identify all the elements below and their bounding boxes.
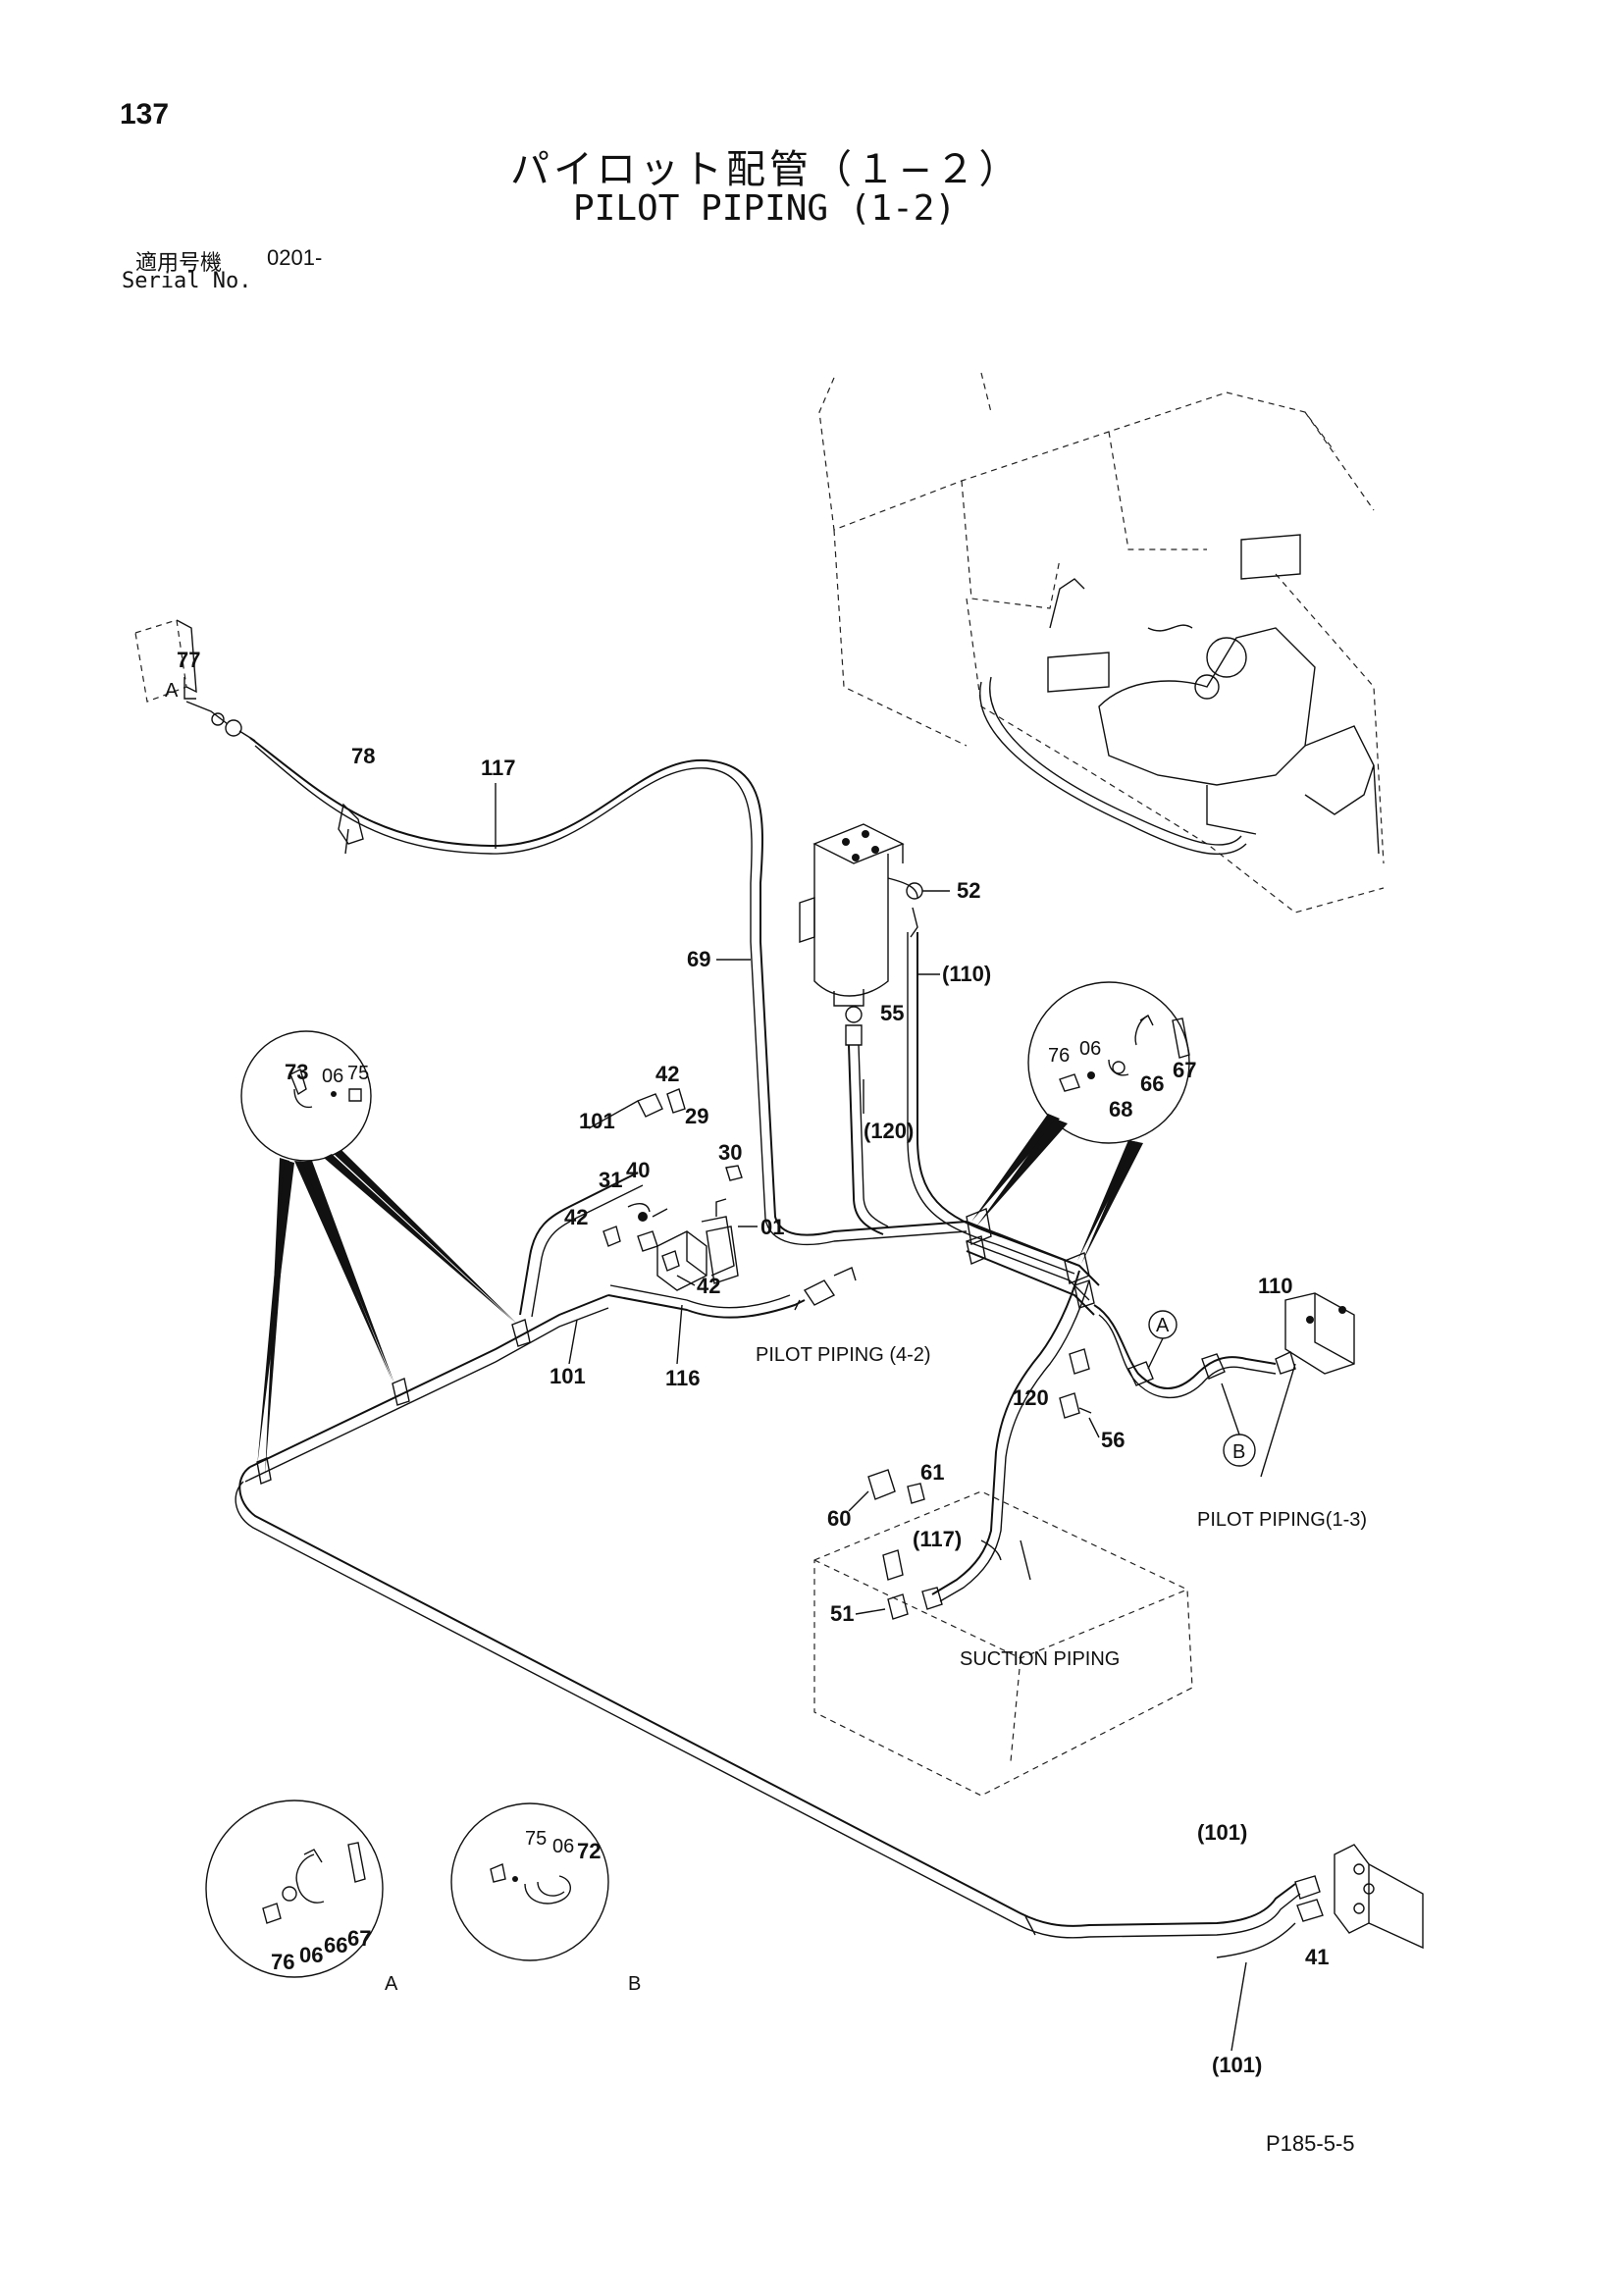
reference-pilot-piping-4-2: PILOT PIPING (4-2) [756, 1344, 931, 1366]
fitting-120-56 [1059, 1348, 1092, 1419]
label-77: 77 [177, 648, 200, 672]
label-67-right: 67 [1173, 1058, 1196, 1082]
page-title-japanese: パイロット配管（１−２） [510, 147, 1022, 192]
detail-a-circle [205, 1800, 384, 1978]
label-61: 61 [920, 1460, 944, 1485]
label-06-left: 06 [322, 1066, 343, 1087]
label-a-top: A [165, 680, 179, 702]
label-66-detail-a: 66 [324, 1933, 347, 1957]
label-01: 01 [760, 1215, 784, 1239]
label-69: 69 [687, 947, 710, 971]
label-75-detail-b: 75 [525, 1828, 547, 1850]
bracket-110-right [1275, 1292, 1355, 1375]
label-51: 51 [830, 1601, 854, 1626]
label-117-parens: (117) [913, 1527, 962, 1551]
label-detail-a: A [385, 1973, 398, 1995]
pipe-116 [607, 1294, 806, 1319]
detail-b-circle [450, 1802, 609, 1961]
label-56: 56 [1101, 1428, 1125, 1452]
label-73: 73 [285, 1060, 308, 1084]
pipe-117-inner [254, 745, 753, 942]
fitting-51 [882, 1549, 943, 1620]
detail-circle-clamp-right [1027, 981, 1190, 1144]
serial-label-english: Serial No. [122, 269, 252, 293]
bottom-right-bracket [1294, 1844, 1424, 1950]
fitting-60-61 [848, 1469, 925, 1512]
fitting-to-pilot-4-2 [794, 1267, 857, 1311]
label-30: 30 [718, 1140, 742, 1165]
label-06-detail-b: 06 [552, 1836, 574, 1857]
label-41: 41 [1305, 1945, 1329, 1969]
label-06-right: 06 [1079, 1038, 1101, 1060]
label-76-detail-a: 76 [271, 1950, 294, 1974]
label-66-right: 66 [1140, 1071, 1164, 1096]
hydraulic-tank-outline [813, 1490, 1193, 1797]
pilot-filter [799, 823, 923, 1007]
label-60: 60 [827, 1506, 851, 1531]
label-75-left: 75 [347, 1063, 369, 1084]
pipe-101-main [759, 941, 968, 1236]
serial-number-value: 0201- [267, 245, 323, 270]
detail-circle-clamp-left [240, 1030, 372, 1162]
label-42-mid: 42 [564, 1205, 588, 1229]
label-55: 55 [880, 1001, 904, 1025]
reference-pilot-piping-1-3: PILOT PIPING(1-3) [1197, 1509, 1367, 1531]
label-42-top: 42 [655, 1062, 679, 1086]
label-circle-b: B [1232, 1441, 1245, 1463]
label-68: 68 [1109, 1097, 1132, 1122]
label-78: 78 [351, 744, 375, 768]
machine-body-outline [818, 372, 1385, 913]
fitting-55 [845, 1006, 863, 1046]
label-detail-b: B [628, 1973, 641, 1995]
left-valve-assembly [134, 619, 256, 742]
label-116: 116 [665, 1366, 701, 1390]
pipe-120 [848, 1044, 884, 1235]
label-52: 52 [957, 878, 980, 903]
label-117: 117 [481, 756, 516, 780]
label-29: 29 [685, 1104, 708, 1128]
label-40: 40 [626, 1158, 650, 1182]
label-120-parens: (120) [864, 1119, 914, 1143]
solenoid-valve-cluster [588, 1088, 743, 1291]
label-101-parens-bottom: (101) [1212, 2053, 1262, 2077]
label-110: 110 [1258, 1274, 1293, 1298]
label-76-right: 76 [1048, 1045, 1070, 1067]
label-31: 31 [599, 1168, 622, 1192]
pipe-bundle-right [966, 1221, 1100, 1286]
reference-suction-piping: SUCTION PIPING [960, 1648, 1120, 1670]
pipe-101-upper [519, 1172, 639, 1316]
label-101-upper: 101 [579, 1109, 615, 1133]
drawing-code: P185-5-5 [1266, 2131, 1355, 2156]
label-circle-a: A [1156, 1315, 1170, 1336]
page-number: 137 [120, 98, 170, 130]
label-67-detail-a: 67 [347, 1926, 371, 1951]
label-42-low: 42 [697, 1274, 720, 1298]
page-title-english: PILOT PIPING (1-2) [573, 188, 957, 229]
serial-label-japanese: 適用号機 [135, 251, 223, 276]
clamp-78 [338, 803, 364, 855]
label-110-parens: (110) [942, 962, 991, 986]
label-06-detail-a: 06 [299, 1943, 323, 1967]
label-101-parens-top: (101) [1197, 1820, 1247, 1845]
label-101-lower: 101 [550, 1364, 586, 1388]
label-72: 72 [577, 1839, 601, 1863]
label-120: 120 [1013, 1385, 1049, 1410]
